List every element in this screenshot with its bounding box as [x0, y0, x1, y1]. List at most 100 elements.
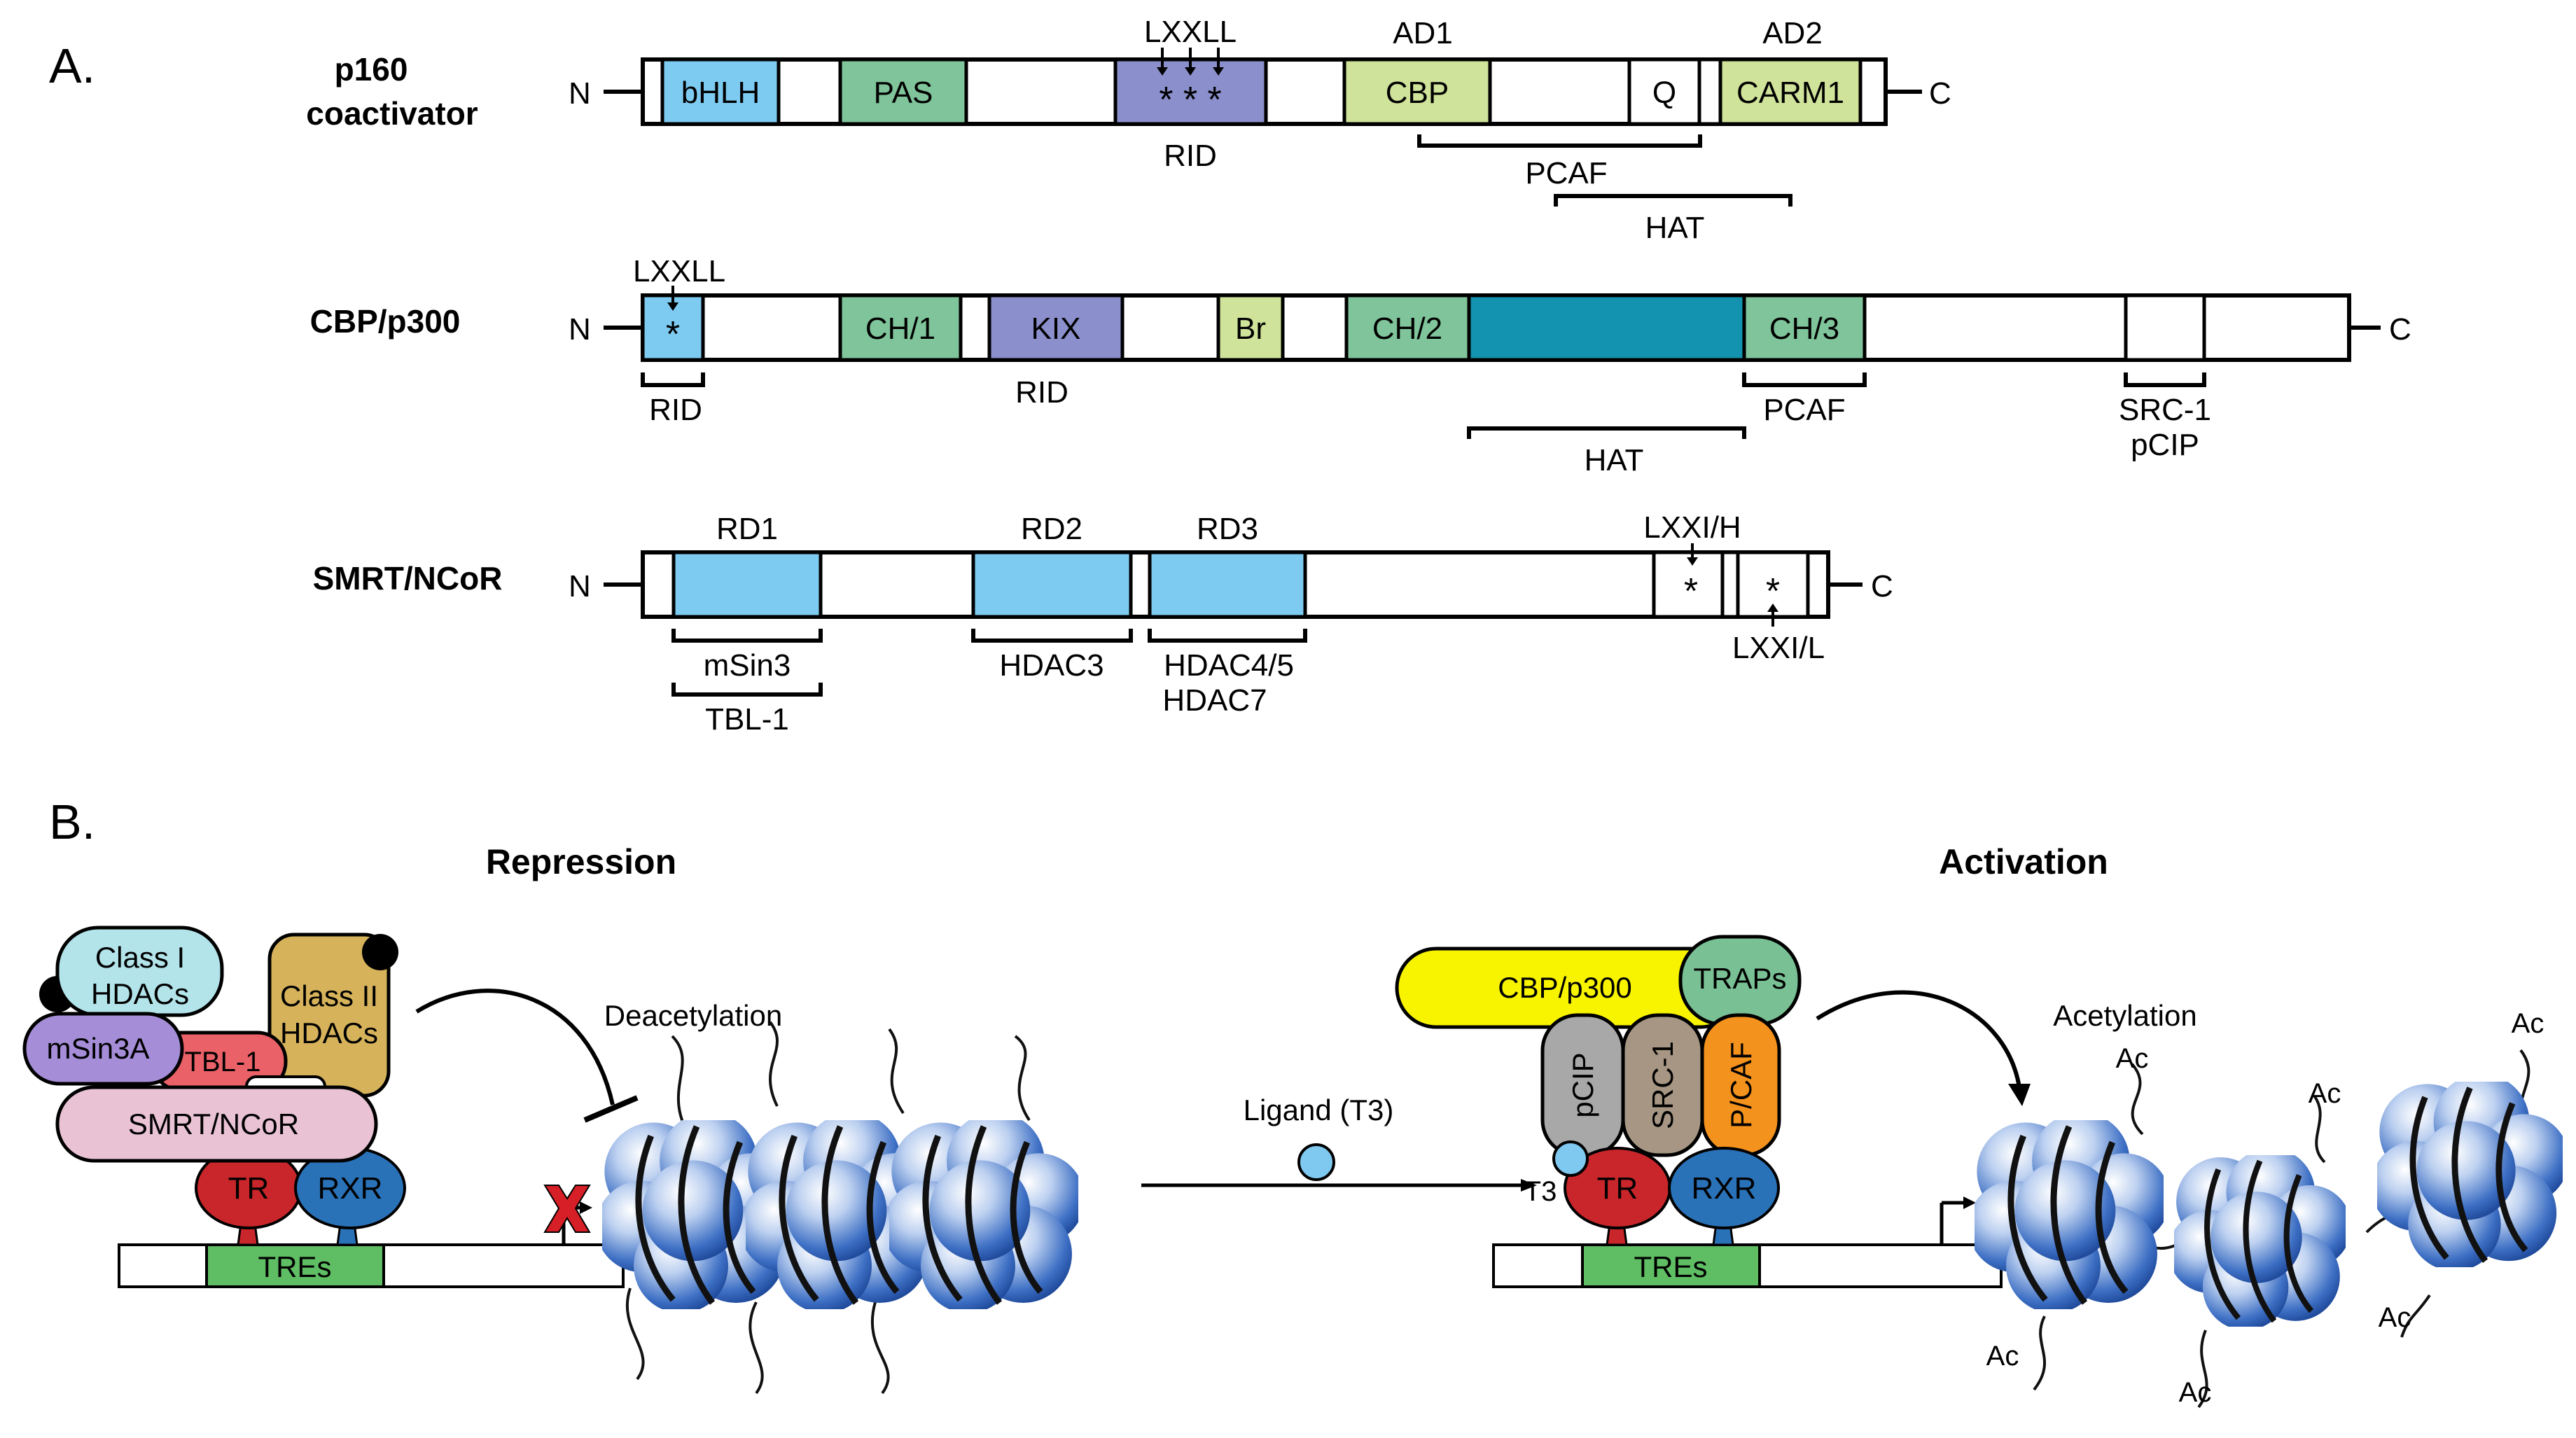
activation-cbp-label: CBP/p300: [1498, 971, 1631, 1004]
p160-carm1-label: CARM1: [1736, 76, 1844, 110]
class1-label-1: Class I: [95, 941, 185, 974]
p160-q-domain: [1627, 57, 1701, 126]
ac-label-6: Ac: [2379, 1302, 2411, 1333]
activation-rxr: [1668, 1147, 1780, 1229]
ac-label-1: Ac: [2116, 1043, 2149, 1074]
cbp-hat-bracket: [1467, 426, 1746, 439]
activation-rxr-label: RXR: [1692, 1171, 1757, 1206]
class2-dot: [362, 934, 398, 970]
p160-pcaf-label: PCAF: [1525, 156, 1607, 190]
smrt-hdac7-label: HDAC7: [1162, 683, 1267, 718]
smrt-tbl1-label: TBL-1: [705, 702, 789, 737]
cbp-pcaf-bracket: [1742, 372, 1867, 387]
panel-b-label: B.: [49, 795, 95, 849]
p160-row: p160 coactivator N C bHLH PAS * * * CBP …: [306, 15, 1951, 245]
cbp-row: CBP/p300 N C * CH/1 KIX Br CH/2 CH/3 LXX…: [310, 254, 2411, 477]
p160-hat-bracket: [1554, 194, 1792, 207]
tbl1-label: TBL-1: [185, 1047, 261, 1077]
smrt-rd1-domain: [671, 550, 823, 619]
msin3a-label: mSin3A: [46, 1032, 149, 1065]
nucleosome-icon-5: [2168, 1148, 2351, 1330]
smrt-hdac45-label: HDAC4/5: [1164, 648, 1294, 683]
nucleosome-icon-6: [2371, 1074, 2569, 1271]
cbp-n-terminus: N: [569, 312, 591, 347]
p160-ad1-label: AD1: [1393, 16, 1453, 50]
cbp-kix-domain: [987, 293, 1125, 362]
cbp-src1-site: [2124, 293, 2206, 362]
activation-pcaf-label: P/CAF: [1725, 1042, 1757, 1129]
cbp-ch2-label: CH/2: [1372, 312, 1442, 346]
repression-smrt-label: SMRT/NCoR: [128, 1108, 299, 1140]
compact-nucleosomes: [625, 1021, 1031, 1395]
ac-label-4: Ac: [1986, 1341, 2019, 1371]
class2-label-1: Class II: [280, 979, 378, 1012]
acetylation-label: Acetylation: [2053, 999, 2196, 1032]
ligand-label: Ligand (T3): [1244, 1094, 1394, 1126]
p160-rid-stars: * * *: [1159, 80, 1222, 120]
smrt-name: SMRT/NCoR: [313, 560, 503, 596]
cbp-br-label: Br: [1235, 312, 1266, 346]
smrt-row: SMRT/NCoR N C * * RD1 RD2 RD3 LXXI/H LXX…: [313, 510, 1893, 737]
deacetylation-label: Deacetylation: [604, 999, 782, 1032]
activation-tres-label: TREs: [1634, 1250, 1708, 1283]
ac-label-2: Ac: [2309, 1078, 2341, 1109]
repression-tr-label: TR: [228, 1171, 270, 1206]
p160-ad2-label: AD2: [1762, 16, 1823, 50]
smrt-rd1-label: RD1: [716, 512, 778, 546]
activation-title: Activation: [1939, 842, 2108, 881]
smrt-star-1: *: [1684, 571, 1698, 612]
activation-pcip-label: pCIP: [1566, 1052, 1599, 1117]
smrt-msin3-bracket: [671, 629, 823, 643]
cbp-star: *: [666, 314, 680, 355]
cbp-ch3-domain: [1742, 293, 1867, 362]
repression-smrt: [55, 1085, 378, 1163]
p160-cbp-domain: [1342, 57, 1492, 126]
p160-name-2: coactivator: [306, 95, 478, 132]
smrt-rd3-domain: [1148, 550, 1307, 619]
activation-scene: Activation TREs CBP/p300 TRAPs pCIP SRC-…: [1395, 842, 2569, 1409]
smrt-n-terminus: N: [569, 569, 591, 603]
smrt-spacer: [1720, 550, 1740, 619]
cbp-src1-bracket: [2124, 372, 2206, 387]
cbp-pcip-label: pCIP: [2131, 428, 2199, 462]
ac-label-3: Ac: [2512, 1008, 2544, 1039]
p160-rid-label: RID: [1164, 139, 1217, 173]
repression-tres: [205, 1243, 385, 1288]
cbp-hat-domain: [1467, 293, 1746, 362]
repression-rxr-label: RXR: [318, 1171, 383, 1206]
smrt-hdac3-bracket: [971, 629, 1133, 643]
class2-label-2: HDACs: [280, 1017, 378, 1049]
ligand-icon: [1297, 1143, 1335, 1181]
p160-motif-arrows: [1161, 48, 1220, 70]
deacetylation-arrow: [415, 989, 615, 1105]
smrt-rd2-domain: [971, 550, 1133, 619]
activation-src1-label: SRC-1: [1646, 1041, 1679, 1129]
cbp-kix-label: KIX: [1031, 312, 1081, 346]
repression-tres-label: TREs: [258, 1250, 332, 1283]
cbp-src1-label: SRC-1: [2119, 393, 2211, 427]
p160-bhlh-label: bHLH: [681, 76, 760, 110]
cbp-lxxll-motif: LXXLL: [633, 254, 725, 288]
p160-c-terminus: C: [1929, 76, 1951, 111]
cbp-hat-label: HAT: [1585, 443, 1644, 477]
cbp-c-terminus: C: [2389, 312, 2411, 347]
cbp-pcaf-label: PCAF: [1763, 393, 1845, 427]
smrt-msin3-label: mSin3: [704, 648, 791, 683]
msin3a-box: [22, 1012, 184, 1086]
activation-tres: [1581, 1243, 1761, 1288]
cbp-rid-bracket: [641, 372, 705, 387]
activation-traps-label: TRAPs: [1693, 962, 1786, 995]
block-x-icon: [543, 1185, 591, 1233]
smrt-rd2-label: RD2: [1021, 512, 1082, 546]
p160-name: p160: [335, 51, 408, 88]
smrt-hdac3-label: HDAC3: [999, 648, 1103, 683]
cbp-rid-left-label: RID: [649, 393, 702, 427]
smrt-star-2: *: [1766, 571, 1780, 612]
repression-scene: Repression TREs TR RXR Class II HDACs Cl…: [22, 842, 1085, 1395]
activation-tr-label: TR: [1597, 1171, 1638, 1206]
smrt-rd3-label: RD3: [1197, 512, 1258, 546]
p160-carm1-domain: [1718, 57, 1863, 126]
cbp-rid-kix-label: RID: [1015, 375, 1068, 410]
bound-ligand-icon: [1552, 1140, 1589, 1177]
